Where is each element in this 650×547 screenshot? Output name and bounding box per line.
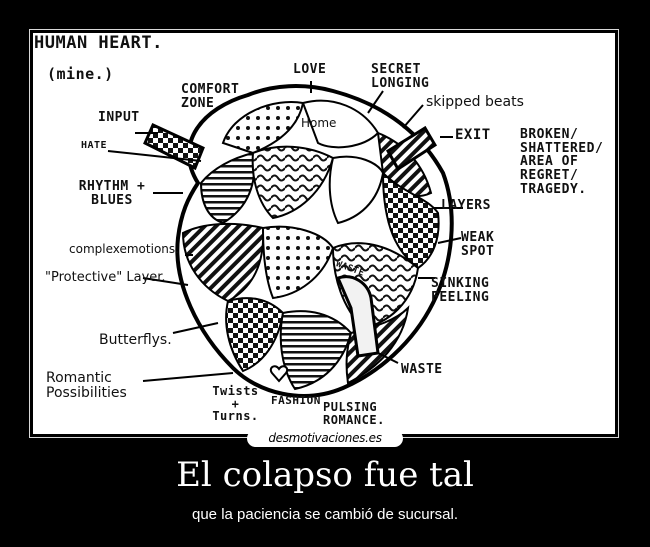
heart-illustration: HUMAN HEART. (mine.) INPUT COMFORT ZONE … bbox=[33, 33, 615, 434]
label-rhythm-blues: RHYTHM + BLUES bbox=[78, 179, 146, 208]
label-comfort-zone: COMFORT ZONE bbox=[181, 82, 240, 111]
label-sinking-feeling: SINKING FEELING bbox=[431, 276, 490, 305]
label-broken: BROKEN/ SHATTERED/ AREA OF REGRET/ TRAGE… bbox=[520, 127, 604, 197]
poster-title: El colapso fue tal bbox=[176, 455, 474, 495]
label-home: Home bbox=[301, 116, 337, 130]
label-exit: EXIT bbox=[455, 127, 491, 143]
label-fashion: FASHION bbox=[271, 394, 321, 407]
drawing-heading-note: (mine.) bbox=[47, 65, 114, 83]
label-protective-layer: "Protective" Layer. bbox=[45, 270, 166, 285]
label-waste-out: WASTE bbox=[401, 362, 443, 377]
label-layers: LAYERS bbox=[441, 198, 491, 213]
label-pulsing-romance: PULSING ROMANCE. bbox=[323, 400, 385, 427]
label-complex-emotions: complexemotions. bbox=[69, 242, 179, 256]
label-romantic-possibilities: Romantic Possibilities bbox=[46, 370, 127, 401]
label-input: INPUT bbox=[98, 110, 140, 125]
site-watermark: desmotivaciones.es bbox=[247, 430, 403, 447]
label-butterflys: Butterflys. bbox=[99, 332, 172, 348]
label-love: LOVE bbox=[293, 62, 327, 77]
drawing-heading: HUMAN HEART. bbox=[34, 33, 163, 53]
label-hate: HATE bbox=[81, 140, 108, 151]
poster-frame: HUMAN HEART. (mine.) INPUT COMFORT ZONE … bbox=[29, 29, 619, 438]
label-secret-longing: SECRET LONGING bbox=[371, 62, 430, 91]
label-weak-spot: WEAK SPOT bbox=[461, 230, 495, 259]
label-skipped-beats: skipped beats bbox=[426, 94, 524, 110]
heart-drawing bbox=[107, 81, 463, 398]
label-twists-turns: Twists + Turns. bbox=[212, 384, 259, 424]
poster-subtitle: que la paciencia se cambió de sucursal. bbox=[192, 506, 458, 523]
